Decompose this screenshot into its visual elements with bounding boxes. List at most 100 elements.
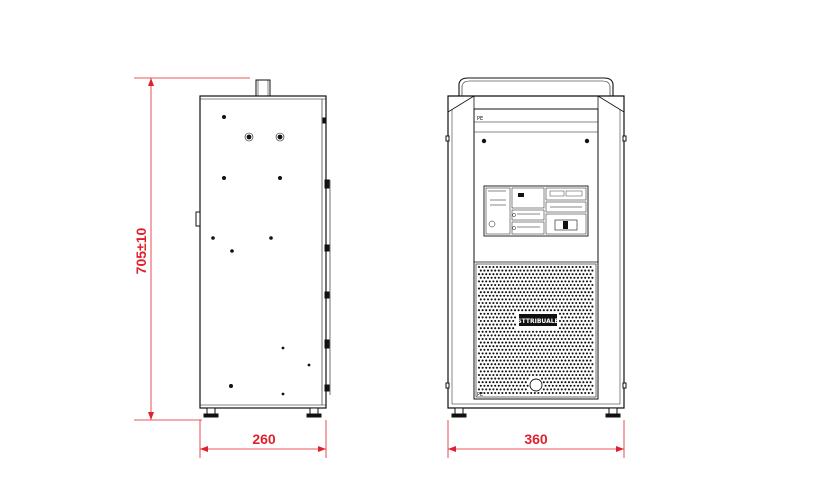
grille-hole <box>548 355 551 359</box>
grille-hole <box>564 309 567 312</box>
grille-hole <box>513 345 517 348</box>
grille-hole <box>567 316 571 319</box>
grille-hole <box>551 305 554 308</box>
grille-hole <box>503 381 506 384</box>
grille-hole <box>560 359 563 362</box>
grille-hole <box>582 273 585 276</box>
grille-hole <box>503 323 506 326</box>
grille-hole <box>549 330 553 333</box>
grille-hole <box>575 316 578 319</box>
grille-hole <box>546 265 549 269</box>
grille-hole <box>569 327 572 330</box>
grille-hole <box>481 373 484 377</box>
grille-hole <box>544 341 547 344</box>
grille-hole <box>571 287 574 290</box>
grille-hole <box>479 276 482 279</box>
grille-hole <box>499 366 502 369</box>
grille-hole <box>562 283 565 287</box>
grille-hole <box>562 269 565 272</box>
grille-hole <box>519 384 522 387</box>
grille-hole <box>540 276 544 279</box>
grille-hole <box>519 363 522 366</box>
grille-hole <box>575 373 578 377</box>
grille-hole <box>513 381 517 384</box>
grille-hole <box>564 366 567 369</box>
grille-hole <box>483 269 486 272</box>
grille-hole <box>557 366 560 369</box>
grille-hole <box>551 341 554 344</box>
grille-hole <box>485 345 488 348</box>
grille-hole <box>567 294 571 297</box>
grille-hole <box>540 391 544 395</box>
side-width-dimension-label: 260 <box>252 431 276 447</box>
grille-hole <box>499 309 502 312</box>
grille-hole <box>512 327 515 330</box>
grille-hole <box>539 287 542 290</box>
grille-hole <box>524 309 527 312</box>
grille-hole <box>585 316 589 319</box>
grille-hole <box>562 363 565 366</box>
grille-hole <box>539 273 542 276</box>
grille-hole <box>546 345 549 348</box>
grille-hole <box>533 305 536 308</box>
grille-hole <box>571 345 574 348</box>
grille-hole <box>544 384 547 387</box>
grille-hole <box>519 391 522 395</box>
grille-hole <box>567 373 571 377</box>
grille-hole <box>539 301 542 305</box>
grille-hole <box>582 280 585 283</box>
grille-hole <box>564 345 567 348</box>
grille-hole <box>573 312 576 315</box>
grille-hole <box>490 276 493 279</box>
grille-hole <box>512 370 515 373</box>
grille-hole <box>508 305 511 308</box>
grille-hole <box>519 355 522 359</box>
grille-hole <box>483 334 486 337</box>
grille-hole <box>584 363 587 366</box>
grille-hole <box>522 377 526 380</box>
grille-hole <box>499 265 502 269</box>
grille-hole <box>546 294 549 297</box>
grille-hole <box>486 291 490 294</box>
grille-hole <box>580 370 583 373</box>
grille-hole <box>499 388 502 391</box>
grille-hole <box>494 269 497 272</box>
grille-hole <box>549 373 553 377</box>
grille-hole <box>533 370 536 373</box>
grille-hole <box>591 269 594 272</box>
grille-hole <box>587 269 590 272</box>
grille-hole <box>495 337 499 341</box>
grille-hole <box>591 276 594 279</box>
grille-hole <box>535 273 538 276</box>
grille-hole <box>519 291 522 294</box>
grille-hole <box>528 287 531 290</box>
grille-hole <box>546 309 549 312</box>
grille-hole <box>591 327 594 330</box>
grille-hole <box>490 291 493 294</box>
grille-hole <box>506 373 509 377</box>
grille-hole <box>544 283 547 287</box>
grille-hole <box>506 323 509 326</box>
grille-hole <box>548 283 551 287</box>
grille-hole <box>562 291 565 294</box>
grille-hole <box>488 323 491 326</box>
grille-hole <box>571 337 574 341</box>
grille-hole <box>549 309 553 312</box>
grille-hole <box>587 363 590 366</box>
grille-hole <box>569 291 572 294</box>
grille-hole <box>571 352 574 355</box>
grille-hole <box>494 298 497 301</box>
grille-hole <box>477 388 481 391</box>
grille-hole <box>573 305 576 308</box>
grille-hole <box>479 305 482 308</box>
grille-hole <box>494 319 497 323</box>
grille-hole <box>530 305 533 308</box>
grille-hole <box>584 334 587 337</box>
grille-hole <box>497 327 500 330</box>
grille-hole <box>488 330 491 333</box>
grille-hole <box>501 377 504 380</box>
grille-hole <box>585 337 589 341</box>
grille-hole <box>486 355 490 359</box>
grille-hole <box>512 377 515 380</box>
grille-hole <box>566 363 569 366</box>
